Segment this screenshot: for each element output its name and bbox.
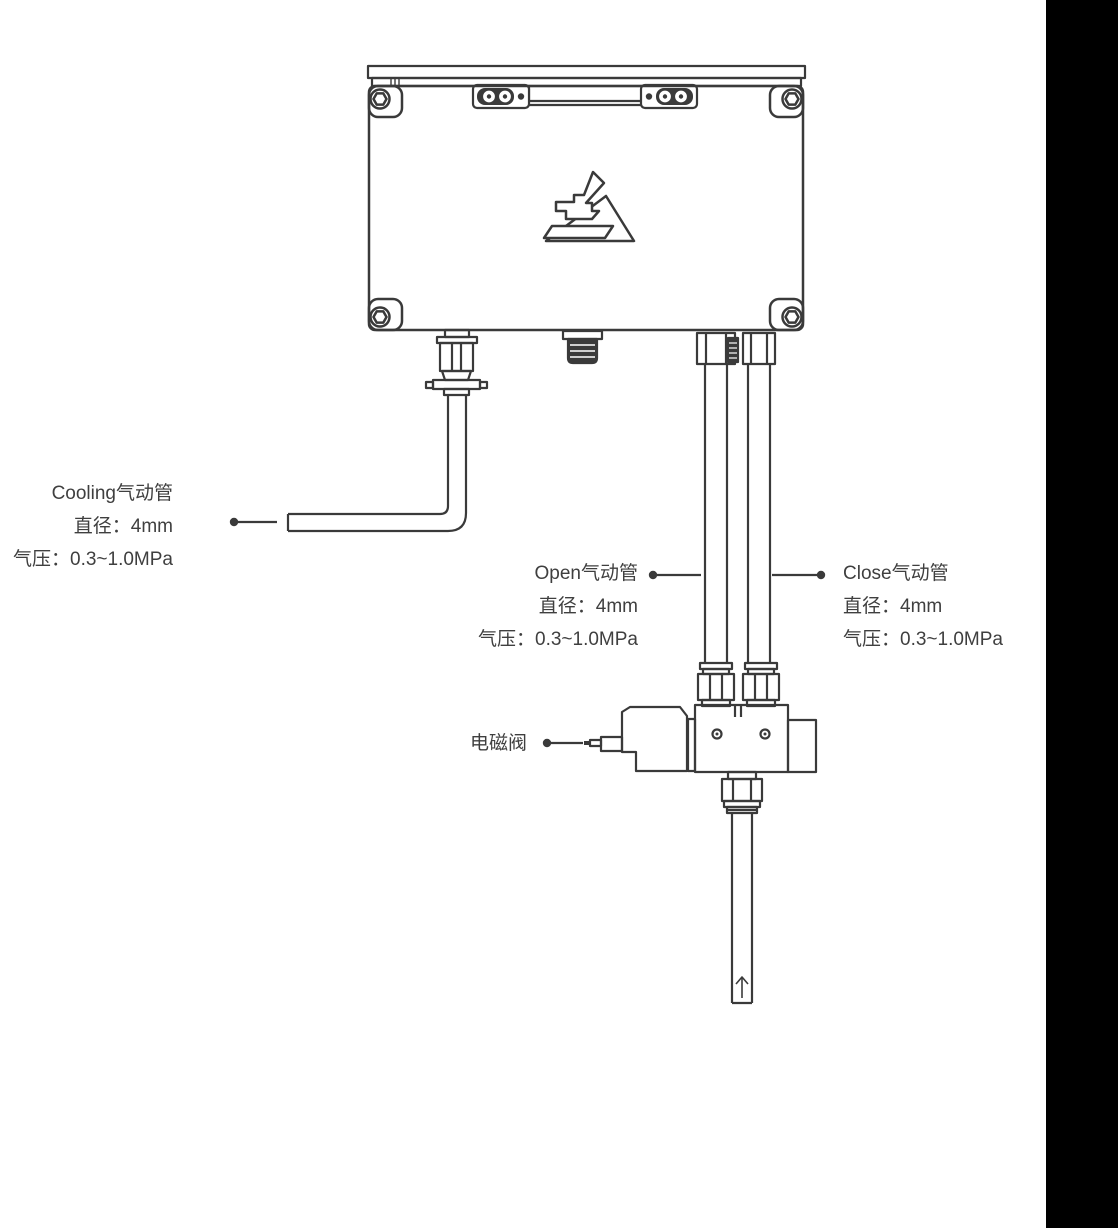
rail-channel	[527, 86, 644, 103]
screw-icon	[759, 728, 771, 740]
corner-tab	[768, 297, 805, 332]
leader-close	[772, 570, 826, 580]
leader-solenoid	[542, 738, 583, 748]
open-tube-title: Open气动管	[534, 563, 638, 584]
open-tube-diameter: 直径：4mm	[538, 596, 638, 617]
cooling-tube-title: Cooling气动管	[51, 483, 173, 504]
bracket-plate-left	[471, 83, 531, 110]
open-tube-pressure: 气压：0.3~1.0MPa	[478, 629, 638, 650]
close-tube	[726, 331, 781, 708]
corner-tab	[768, 84, 805, 119]
close-tube-label: Close气动管 直径：4mm 气压：0.3~1.0MPa	[843, 557, 1003, 656]
leader-cooling	[229, 517, 277, 527]
brand-logo-icon	[542, 170, 636, 243]
solenoid-coil	[620, 705, 689, 773]
pin-dot-icon	[645, 93, 653, 100]
solenoid-valve	[584, 703, 818, 774]
pneumatic-diagram	[229, 64, 826, 1005]
right-letterbox	[1046, 0, 1118, 1228]
rail-tick-marks	[390, 79, 400, 85]
cooling-tube-diameter: 直径：4mm	[73, 516, 173, 537]
outlet-fitting	[720, 770, 764, 815]
close-tube-diameter: 直径：4mm	[843, 596, 943, 617]
hex-bolt-icon	[781, 88, 803, 110]
hex-bolt-icon	[369, 306, 391, 328]
close-tube-pressure: 气压：0.3~1.0MPa	[843, 629, 1003, 650]
open-tube	[695, 331, 737, 708]
flow-arrow-icon	[735, 976, 749, 998]
cooling-tube-label: Cooling气动管 直径：4mm 气压：0.3~1.0MPa	[13, 477, 173, 576]
pin-dot-icon	[517, 93, 525, 100]
bracket-plate-right	[639, 83, 699, 110]
cooling-tube-pressure: 气压：0.3~1.0MPa	[13, 549, 173, 570]
solenoid-valve-title: 电磁阀	[469, 733, 527, 754]
solenoid-valve-label: 电磁阀	[470, 727, 527, 760]
leader-open	[648, 570, 701, 580]
corner-tab	[367, 84, 404, 119]
screw-icon	[711, 728, 723, 740]
outlet-tube	[730, 813, 754, 1005]
cooling-tube	[286, 395, 468, 533]
hex-bolt-icon	[369, 88, 391, 110]
hex-bolt-icon	[781, 306, 803, 328]
cooling-fitting	[424, 328, 489, 397]
open-tube-label: Open气动管 直径：4mm 气压：0.3~1.0MPa	[478, 557, 638, 656]
corner-tab	[367, 297, 404, 332]
close-tube-title: Close气动管	[843, 563, 949, 584]
m12-connector	[561, 329, 604, 365]
valve-end-block	[786, 718, 818, 774]
solenoid-connector	[599, 735, 624, 753]
